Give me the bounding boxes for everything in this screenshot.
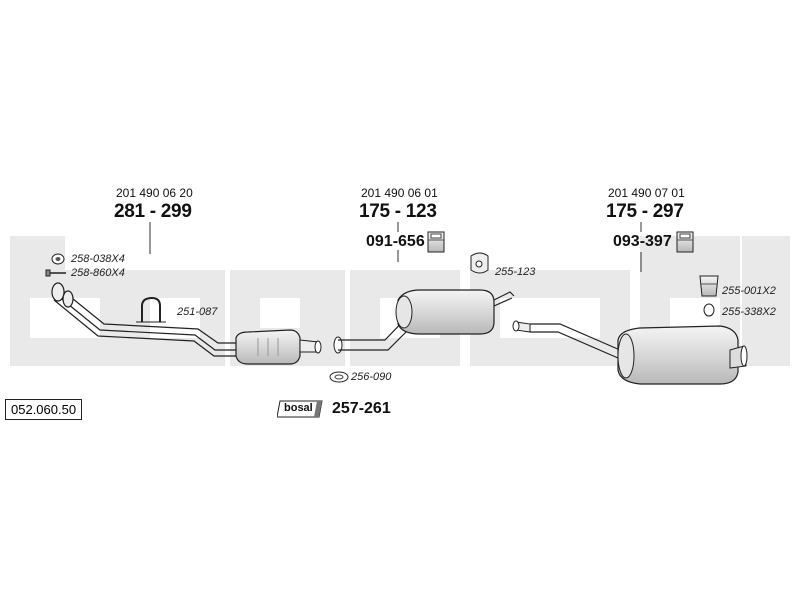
reference-number: 052.060.50 bbox=[5, 399, 83, 420]
bolt-258-860-icon bbox=[45, 269, 66, 277]
accessory-code: 255-338X2 bbox=[722, 306, 776, 318]
kit-part-number: 257-261 bbox=[332, 400, 391, 417]
hanger-number-rear: 093-397 bbox=[613, 233, 672, 250]
part-number-front-pipe: 281 - 299 bbox=[114, 201, 192, 222]
rear-muffler-175-297 bbox=[512, 320, 748, 385]
accessory-code: 255-123 bbox=[495, 266, 536, 278]
kit-box-icon: bosal bbox=[276, 400, 323, 418]
leader-lines bbox=[149, 222, 642, 272]
ring-256-090-icon bbox=[329, 371, 349, 383]
hanger-number-center: 091-656 bbox=[366, 233, 425, 250]
clamp-258-038-icon bbox=[51, 253, 65, 265]
part-number-center-muffler: 175 - 123 bbox=[359, 201, 437, 222]
rubber-hanger-255-123-icon bbox=[470, 252, 489, 274]
oe-number-rear-muffler: 201 490 07 01 bbox=[608, 186, 685, 200]
kit-logo-text: bosal bbox=[284, 402, 313, 414]
accessory-code: 251-087 bbox=[177, 306, 218, 318]
accessory-code: 258-860X4 bbox=[71, 267, 125, 279]
oe-number-front-pipe: 201 490 06 20 bbox=[116, 186, 193, 200]
accessory-code: 258-038X4 bbox=[71, 253, 125, 265]
hanger-093-397-icon bbox=[676, 231, 694, 253]
catalytic-converter bbox=[235, 329, 322, 365]
hanger-091-656-icon bbox=[427, 231, 445, 253]
accessory-code: 256-090 bbox=[351, 371, 392, 383]
u-clamp-251-087-icon bbox=[136, 296, 166, 323]
oe-number-center-muffler: 201 490 06 01 bbox=[361, 186, 438, 200]
ring-255-338-icon bbox=[703, 303, 715, 317]
accessory-code: 255-001X2 bbox=[722, 285, 776, 297]
part-number-rear-muffler: 175 - 297 bbox=[606, 201, 684, 222]
front-pipe-281-299 bbox=[51, 282, 240, 357]
rubber-mount-255-001-icon bbox=[699, 275, 719, 297]
center-muffler-175-123 bbox=[333, 289, 515, 354]
